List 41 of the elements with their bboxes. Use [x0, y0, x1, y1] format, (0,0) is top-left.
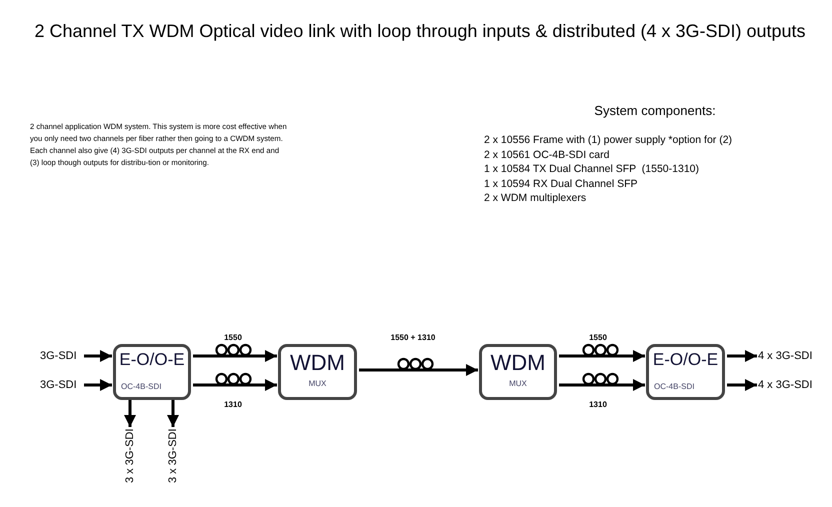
- component-item: 2 x WDM multiplexers: [484, 191, 586, 205]
- component-item: 2 x 10561 OC-4B-SDI card: [484, 148, 610, 162]
- box-title: E-O/O-E: [652, 351, 720, 368]
- box-subtitle: OC-4B-SDI: [121, 383, 162, 391]
- arrow: [193, 350, 277, 362]
- edge-label: 1550: [588, 333, 608, 343]
- box-title: WDM: [490, 352, 546, 374]
- component-item: 2 x 10556 Frame with (1) power supply *option for (2): [484, 133, 732, 147]
- box-title: E-O/O-E: [118, 351, 186, 368]
- signal-label: 3 x 3G-SDI: [165, 428, 181, 484]
- converter-card-box: [113, 344, 191, 400]
- component-item: 1 x 10584 TX Dual Channel SFP (1550-1310): [484, 162, 699, 176]
- edge-label: 1310: [588, 400, 608, 410]
- signal-label: 3G-SDI: [40, 377, 82, 393]
- components-heading: System components:: [593, 102, 717, 120]
- box-subtitle: OC-4B-SDI: [654, 383, 694, 391]
- edge-label: 1550 + 1310: [390, 333, 436, 343]
- arrow: [727, 379, 757, 391]
- wdm-mux-box: [479, 344, 557, 400]
- edge-label: 1550: [223, 333, 243, 343]
- signal-label: 3 x 3G-SDI: [122, 428, 138, 484]
- box-subtitle: MUX: [308, 380, 328, 388]
- arrow: [167, 400, 179, 427]
- arrow: [84, 350, 112, 362]
- converter-card-box: [646, 344, 725, 400]
- arrow: [193, 379, 277, 391]
- signal-label: 4 x 3G-SDI: [758, 377, 820, 393]
- arrow: [84, 379, 112, 391]
- box-subtitle: MUX: [508, 380, 528, 388]
- signal-label: 4 x 3G-SDI: [758, 348, 820, 364]
- arrow: [559, 350, 645, 362]
- diagram-title: 2 Channel TX WDM Optical video link with loop through inputs & distributed (4 x 3G-SDI) outputs: [33, 20, 807, 43]
- signal-label: 3G-SDI: [40, 348, 82, 364]
- arrow: [124, 400, 136, 427]
- arrow: [559, 379, 645, 391]
- box-title: WDM: [289, 352, 346, 374]
- arrow: [727, 350, 757, 362]
- arrow: [359, 364, 478, 376]
- wdm-mux-box: [278, 344, 357, 400]
- edge-label: 1310: [223, 400, 243, 410]
- component-item: 1 x 10594 RX Dual Channel SFP: [484, 176, 638, 190]
